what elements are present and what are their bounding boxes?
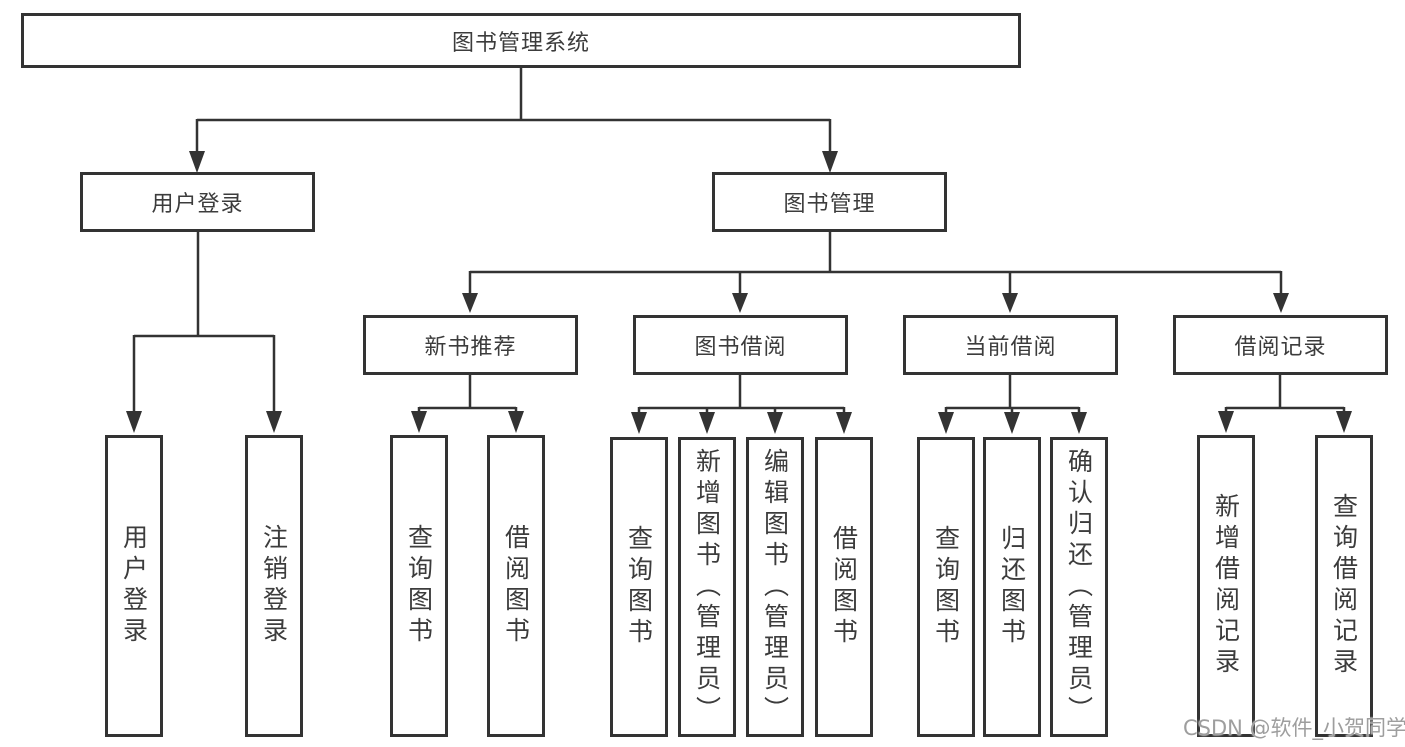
node-book-management: 图书管理 [712, 172, 947, 232]
node-book-borrow-label: 图书借阅 [694, 335, 787, 360]
node-borrow-books-borrow: 借阅图书 [815, 437, 873, 737]
node-confirm-return-admin: 确认归还（管理员） [1050, 437, 1108, 737]
csdn-watermark: CSDN @软件_小贺同学 [1183, 716, 1405, 740]
node-borrow-books-recommend: 借阅图书 [487, 435, 545, 737]
node-query-books-borrow: 查询图书 [610, 437, 668, 737]
node-user-login-action-label: 用户登录 [119, 524, 149, 648]
node-query-books-recommend: 查询图书 [390, 435, 448, 737]
node-current-borrow: 当前借阅 [903, 315, 1118, 375]
node-return-books: 归还图书 [983, 437, 1041, 737]
node-query-books-current-label: 查询图书 [931, 525, 961, 649]
node-query-borrow-record: 查询借阅记录 [1315, 435, 1373, 737]
node-system-root-label: 图书管理系统 [451, 30, 590, 56]
node-borrow-books-borrow-label: 借阅图书 [829, 525, 859, 649]
node-query-borrow-record-label: 查询借阅记录 [1329, 493, 1359, 679]
node-user-login-label: 用户登录 [151, 192, 244, 217]
node-borrow-records-label: 借阅记录 [1234, 335, 1327, 360]
node-query-books-current: 查询图书 [917, 437, 975, 737]
node-query-books-borrow-label: 查询图书 [624, 525, 654, 649]
node-query-books-recommend-label: 查询图书 [404, 524, 434, 648]
node-add-borrow-record: 新增借阅记录 [1197, 435, 1255, 737]
node-borrow-books-recommend-label: 借阅图书 [501, 524, 531, 648]
node-add-book-admin: 新增图书（管理员） [678, 437, 736, 737]
node-add-borrow-record-label: 新增借阅记录 [1211, 493, 1241, 679]
node-user-login: 用户登录 [80, 172, 315, 232]
node-book-management-label: 图书管理 [783, 192, 876, 217]
node-user-login-action: 用户登录 [105, 435, 163, 737]
node-return-books-label: 归还图书 [997, 525, 1027, 649]
node-logout-action: 注销登录 [245, 435, 303, 737]
node-edit-book-admin: 编辑图书（管理员） [746, 437, 804, 737]
node-system-root: 图书管理系统 [21, 13, 1021, 68]
node-logout-action-label: 注销登录 [259, 524, 289, 648]
node-current-borrow-label: 当前借阅 [964, 335, 1057, 360]
node-edit-book-admin-label: 编辑图书（管理员） [760, 447, 790, 727]
node-book-borrow: 图书借阅 [633, 315, 848, 375]
node-confirm-return-admin-label: 确认归还（管理员） [1064, 447, 1094, 727]
node-borrow-records: 借阅记录 [1173, 315, 1388, 375]
node-new-book-recommend: 新书推荐 [363, 315, 578, 375]
node-add-book-admin-label: 新增图书（管理员） [692, 447, 722, 727]
node-new-book-recommend-label: 新书推荐 [424, 335, 517, 360]
